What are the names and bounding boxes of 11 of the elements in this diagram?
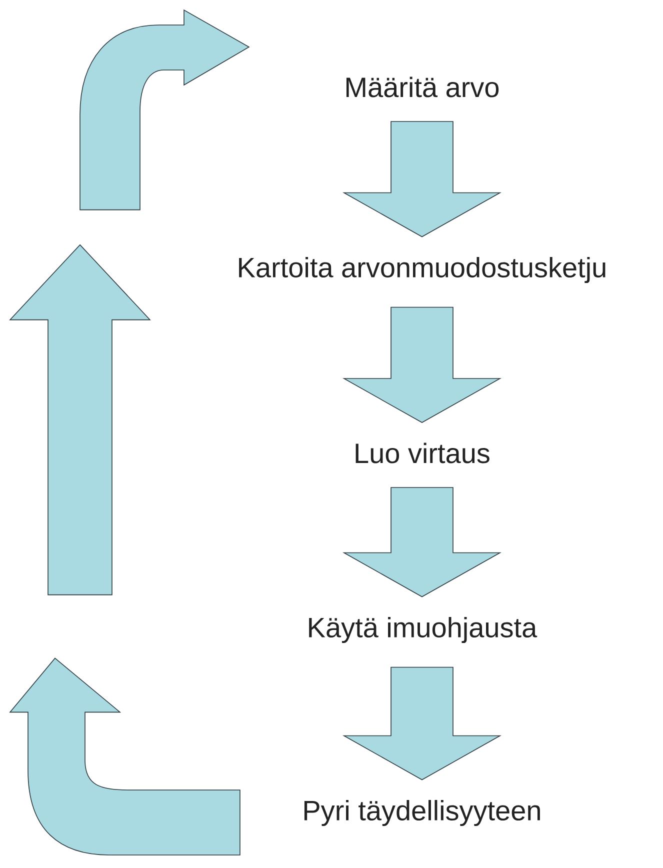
curved-block-arrow [10,658,240,856]
block-arrow [342,487,502,598]
step-label: Käytä imuohjausta [309,616,538,644]
curved-block-arrow [80,10,250,210]
block-arrow [342,121,502,238]
block-arrow [342,666,502,780]
step-label: Kartoita arvonmuodostusketju [239,256,606,284]
step-label: Määritä arvo [346,76,499,98]
step-label: Pyri täydellisyyteen [304,800,540,826]
block-arrow [342,306,502,423]
step-label: Luo virtaus [356,442,490,464]
